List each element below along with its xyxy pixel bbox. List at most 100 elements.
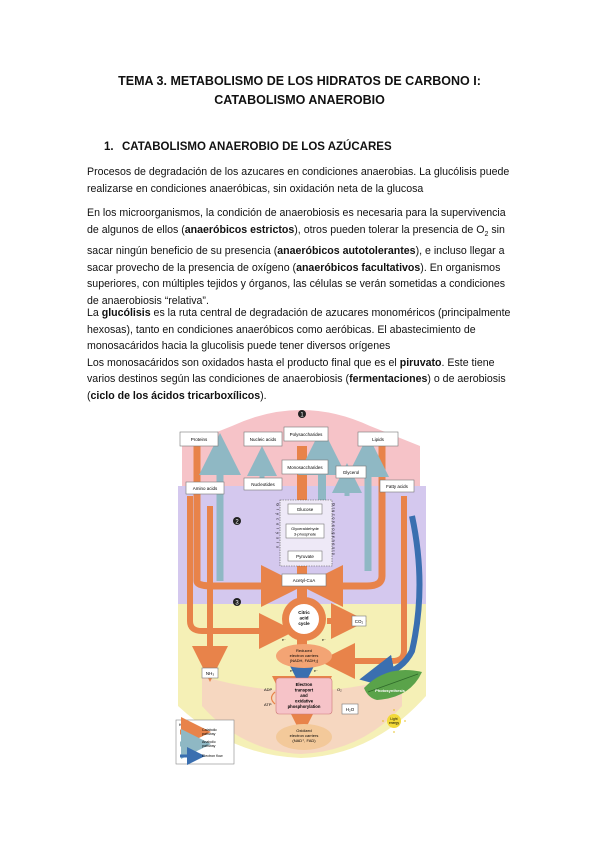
svg-text:Glucose: Glucose bbox=[297, 507, 314, 512]
metabolism-figure: 1 2 3 Proteins Nucleic acids Polysacchar… bbox=[172, 406, 430, 772]
bold-term: anaeróbicos facultativos bbox=[296, 261, 421, 274]
bold-term: piruvato bbox=[399, 356, 442, 369]
light-label-1: Light bbox=[390, 717, 397, 721]
text-run: ), e incluso llegar a sacar provecho de … bbox=[87, 245, 505, 274]
reduced-electron-carriers: Reduced electron carriers (NADH, FADH₂) bbox=[276, 644, 332, 668]
electron-label-4: e⁻ bbox=[322, 638, 326, 642]
glycolysis-label: Glycolysis bbox=[276, 503, 281, 551]
svg-text:Glyceraldehyde: Glyceraldehyde bbox=[291, 526, 320, 531]
photosynthesis-leaf: Photosynthesis bbox=[364, 670, 422, 700]
key-catabolic-2: pathway bbox=[202, 732, 216, 736]
svg-text:3-phosphate: 3-phosphate bbox=[294, 532, 317, 537]
svg-text:Pyruvate: Pyruvate bbox=[296, 554, 314, 559]
paragraph-1-text: Procesos de degradación de los azucares … bbox=[87, 166, 510, 195]
catabolic-arrow-left-outer bbox=[187, 496, 295, 649]
text-run: sin sacar ningún beneficio de su presenc… bbox=[87, 223, 505, 258]
marker-1: 1 bbox=[300, 413, 304, 419]
text-run: La bbox=[87, 307, 102, 319]
svg-text:electron carriers: electron carriers bbox=[290, 733, 319, 738]
electron-label-1: e⁻ bbox=[290, 669, 294, 673]
svg-text:NH₃: NH₃ bbox=[206, 671, 214, 676]
box-glycerol: Glycerol bbox=[335, 465, 367, 479]
svg-text:Proteins: Proteins bbox=[191, 437, 208, 442]
svg-text:oxidative: oxidative bbox=[295, 699, 314, 704]
box-nh3: NH₃ bbox=[201, 667, 219, 679]
svg-text:Nucleotides: Nucleotides bbox=[251, 482, 275, 487]
box-nucleic-acids: Nucleic acids bbox=[243, 431, 283, 447]
text-run: ). En organismos superiores, con múltipl… bbox=[87, 261, 506, 308]
svg-text:and: and bbox=[300, 693, 308, 698]
text-run: . Este tiene varios destinos según las c… bbox=[87, 356, 495, 386]
box-pyruvate: Pyruvate bbox=[287, 550, 323, 562]
title-line-2: CATABOLISMO ANAEROBIO bbox=[214, 93, 385, 107]
electron-label-2: e⁻ bbox=[314, 669, 318, 673]
text-run: ), otros pueden tolerar la presencia de … bbox=[294, 223, 485, 236]
bold-term: ciclo de los ácidos tricarboxílicos bbox=[90, 389, 261, 402]
o2-label: O₂ bbox=[337, 687, 342, 692]
svg-text:Glycerol: Glycerol bbox=[343, 470, 360, 475]
adp-label: ADP bbox=[264, 687, 273, 692]
key-anabolic-1: Anabolic bbox=[202, 740, 216, 744]
box-fatty-acids: Fatty acids bbox=[379, 479, 415, 493]
svg-text:Polysaccharides: Polysaccharides bbox=[290, 432, 324, 437]
box-co2: CO₂ bbox=[351, 615, 367, 627]
electron-label-3: e⁻ bbox=[282, 638, 286, 642]
svg-text:CO₂: CO₂ bbox=[355, 619, 364, 624]
bold-term: anaeróbicos estrictos bbox=[184, 223, 295, 236]
svg-text:Monosaccharides: Monosaccharides bbox=[287, 465, 323, 470]
key-electron: Electron flow bbox=[202, 754, 223, 758]
box-lipids: Lipids bbox=[357, 431, 399, 447]
marker-2: 2 bbox=[235, 520, 239, 526]
svg-text:Fatty acids: Fatty acids bbox=[386, 484, 409, 489]
svg-text:Oxidized: Oxidized bbox=[296, 728, 312, 733]
paragraph-2: En los microorganismos, la condición de … bbox=[87, 205, 517, 310]
box-nucleotides: Nucleotides bbox=[243, 477, 283, 491]
subscript: 2 bbox=[484, 230, 489, 238]
metabolism-diagram: 1 2 3 Proteins Nucleic acids Polysacchar… bbox=[175, 410, 426, 765]
box-glucose: Glucose bbox=[287, 503, 323, 515]
text-run: Los monosacáridos son oxidados hasta el … bbox=[87, 356, 400, 369]
oxidized-electron-carriers: Oxidized electron carriers (NAD⁺, FAD) bbox=[276, 724, 332, 750]
section-title: CATABOLISMO ANAEROBIO DE LOS AZÚCARES bbox=[122, 141, 392, 153]
svg-text:Electron: Electron bbox=[296, 682, 313, 687]
svg-text:Citric: Citric bbox=[298, 610, 310, 615]
light-label-2: energy bbox=[389, 721, 399, 725]
gluconeogenesis-label: Gluconeogenesis bbox=[332, 503, 337, 556]
atp-label: ATP bbox=[264, 702, 272, 707]
figure-key: Key Catabolic pathway Anabolic pathway E… bbox=[175, 717, 235, 765]
bold-term: fermentaciones bbox=[349, 373, 428, 386]
title-line-1: TEMA 3. METABOLISMO DE LOS HIDRATOS DE C… bbox=[118, 74, 481, 88]
svg-text:acid: acid bbox=[299, 616, 308, 621]
svg-text:cycle: cycle bbox=[298, 621, 310, 626]
svg-text:(NAD⁺, FAD): (NAD⁺, FAD) bbox=[292, 738, 316, 743]
svg-text:Acetyl-CoA: Acetyl-CoA bbox=[293, 578, 316, 583]
svg-text:(NADH, FADH₂): (NADH, FADH₂) bbox=[290, 658, 319, 663]
box-acetyl-coa: Acetyl-CoA bbox=[281, 573, 327, 587]
box-proteins: Proteins bbox=[179, 431, 219, 447]
section-heading: 1. CATABOLISMO ANAEROBIO DE LOS AZÚCARES bbox=[104, 141, 392, 153]
catabolic-arrow-lipids bbox=[301, 446, 386, 607]
photosynthesis-label: Photosynthesis bbox=[375, 688, 406, 693]
svg-text:Nucleic acids: Nucleic acids bbox=[250, 437, 277, 442]
paragraph-1: Procesos de degradación de los azucares … bbox=[87, 164, 517, 197]
box-amino-acids: Amino acids bbox=[185, 481, 225, 495]
key-anabolic-2: pathway bbox=[202, 744, 216, 748]
bold-term: anaeróbicos autotolerantes bbox=[277, 245, 416, 258]
svg-text:H₂O: H₂O bbox=[346, 707, 355, 712]
box-monosaccharides: Monosaccharides bbox=[281, 459, 329, 475]
text-run: En los microorganismos, la condición de … bbox=[87, 207, 506, 236]
citric-acid-cycle: Citric acid cycle bbox=[282, 597, 326, 641]
electron-transport-chain: Electron transport and oxidative phospho… bbox=[275, 677, 333, 715]
svg-text:phosphorylation: phosphorylation bbox=[288, 704, 321, 709]
paragraph-3: La glucólisis es la ruta central de degr… bbox=[87, 305, 517, 405]
box-polysaccharides: Polysaccharides bbox=[283, 426, 329, 442]
bold-term: glucólisis bbox=[101, 307, 151, 319]
marker-3: 3 bbox=[235, 601, 239, 607]
section-number: 1. bbox=[104, 141, 114, 153]
svg-text:Lipids: Lipids bbox=[372, 437, 385, 442]
svg-text:Amino acids: Amino acids bbox=[193, 486, 218, 491]
sun-icon: Light energy bbox=[382, 709, 406, 733]
key-title: Key bbox=[179, 722, 186, 727]
document-title: TEMA 3. METABOLISMO DE LOS HIDRATOS DE C… bbox=[0, 72, 599, 110]
